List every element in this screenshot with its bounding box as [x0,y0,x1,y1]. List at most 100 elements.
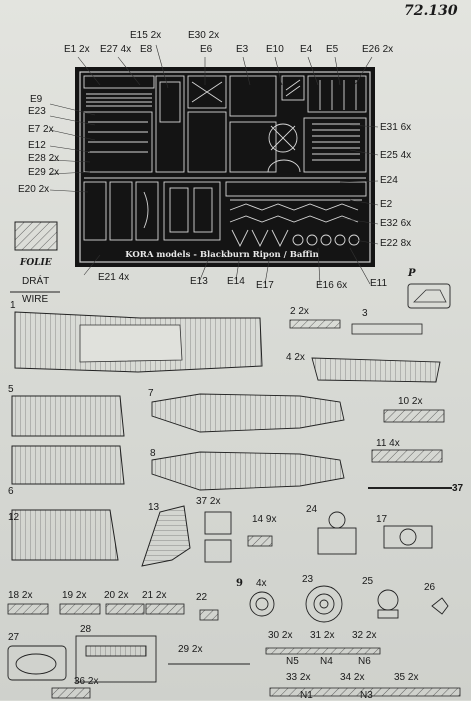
part-label-35: 35 2x [394,672,419,683]
part-label-29: 29 2x [178,644,203,655]
part-label-6: 6 [8,486,14,497]
label-e24: E24 [380,175,398,186]
part-10-drawing [383,409,445,423]
part-label-21: 21 2x [142,590,167,601]
part-label-4: 4 2x [286,352,305,363]
part-11-drawing [371,449,443,463]
label-e8: E8 [140,44,153,55]
part-label-19: 19 2x [62,590,87,601]
label-e15: E15 2x [130,30,162,41]
part-label-10: 10 2x [398,396,423,407]
label-e5: E5 [326,44,339,55]
part-13-fin [141,505,191,567]
part-9-drawing [249,591,275,617]
label-e3: E3 [236,44,249,55]
part-26-drawing [431,597,449,615]
label-e6: E6 [200,44,213,55]
part-4-drawing [311,357,441,383]
part-7-fuselage [151,393,345,433]
part-label-30: 30 2x [268,630,293,641]
label-e25: E25 4x [380,150,412,161]
part-24-drawing [317,511,357,555]
label-e32: E32 6x [380,218,412,229]
label-e17: E17 [256,280,274,291]
part-label-8: 8 [150,448,156,459]
part-17-drawing [383,525,433,549]
part-label-23: 23 [302,574,314,585]
label-e22: E22 8x [380,238,412,249]
part-25-drawing [377,589,399,619]
part-37-box-b [204,539,232,563]
part-5-wing [11,395,125,437]
label-e30: E30 2x [188,30,220,41]
part-label-17: 17 [376,514,388,525]
part-label-26: 26 [424,582,436,593]
part-27-drawing [7,645,67,681]
catalog-number: 72.130 [404,3,458,19]
part-label-13: 13 [148,502,160,513]
n4-label: N4 [320,656,333,667]
part-label-25: 25 [362,576,374,587]
part-28-drawing [75,635,157,683]
part-label-28: 28 [80,624,92,635]
label-e26: E26 2x [362,44,394,55]
label-e20: E20 2x [18,184,50,195]
label-e12: E12 [28,140,46,151]
part-label-37: 37 2x [196,496,221,507]
part-23-drawing [305,585,343,623]
part-37-box-a [204,511,232,535]
drat-label: DRÁT [22,276,50,287]
folie-label: FOLIE [20,258,52,268]
label-e11: E11 [370,278,388,289]
label-e31: E31 6x [380,122,412,133]
part-label-34: 34 2x [340,672,365,683]
p-label: P [408,268,416,279]
label-e13: E13 [190,276,208,287]
label-e28: E28 2x [28,153,60,164]
label-e9: E9 [30,94,43,105]
part-label-3: 3 [362,308,368,319]
label-e29: E29 2x [28,167,60,178]
part-30-32-strip [265,647,381,655]
label-e2: E2 [380,199,393,210]
label-e4: E4 [300,44,313,55]
part-label-14: 14 9x [252,514,277,525]
part-19-strip [59,603,101,615]
n6-label: N6 [358,656,371,667]
part-label-12: 12 [8,512,20,523]
part-18-strip [7,603,49,615]
part-label-32: 32 2x [352,630,377,641]
part-label-20: 20 2x [104,590,129,601]
p-icon-box [407,283,451,309]
part-12-drawing [11,509,119,561]
label-e7: E7 2x [28,124,54,135]
part-8-fuselage [151,451,345,491]
part-36-strip [51,687,91,699]
part-label-7: 7 [148,388,154,399]
label-e1: E1 2x [64,44,90,55]
part-label-2: 2 2x [290,306,309,317]
n1-label: N1 [300,690,313,701]
part-20-strip [105,603,145,615]
part-label-1: 1 [10,300,16,311]
part-3-drawing [351,323,423,335]
part-22-drawing [199,609,219,621]
etched-fret: KORA models - Blackburn Ripon / Baffin [75,67,375,267]
part-label-18: 18 2x [8,590,33,601]
part-1-upper-wing [14,311,263,373]
film-sheet-symbol [14,221,58,251]
label-e14: E14 [227,276,245,287]
part-label-5: 5 [8,384,14,395]
label-e10: E10 [266,44,284,55]
part-label-22: 22 [196,592,208,603]
part-label-33: 33 2x [286,672,311,683]
leader-lines [49,44,379,285]
part-2-drawing [289,319,341,329]
label-e27: E27 4x [100,44,132,55]
fret-title: KORA models - Blackburn Ripon / Baffin [125,250,319,260]
part-14-drawing [247,535,273,547]
part-label-9-count: 4x [256,578,267,589]
part-label-24: 24 [306,504,318,515]
